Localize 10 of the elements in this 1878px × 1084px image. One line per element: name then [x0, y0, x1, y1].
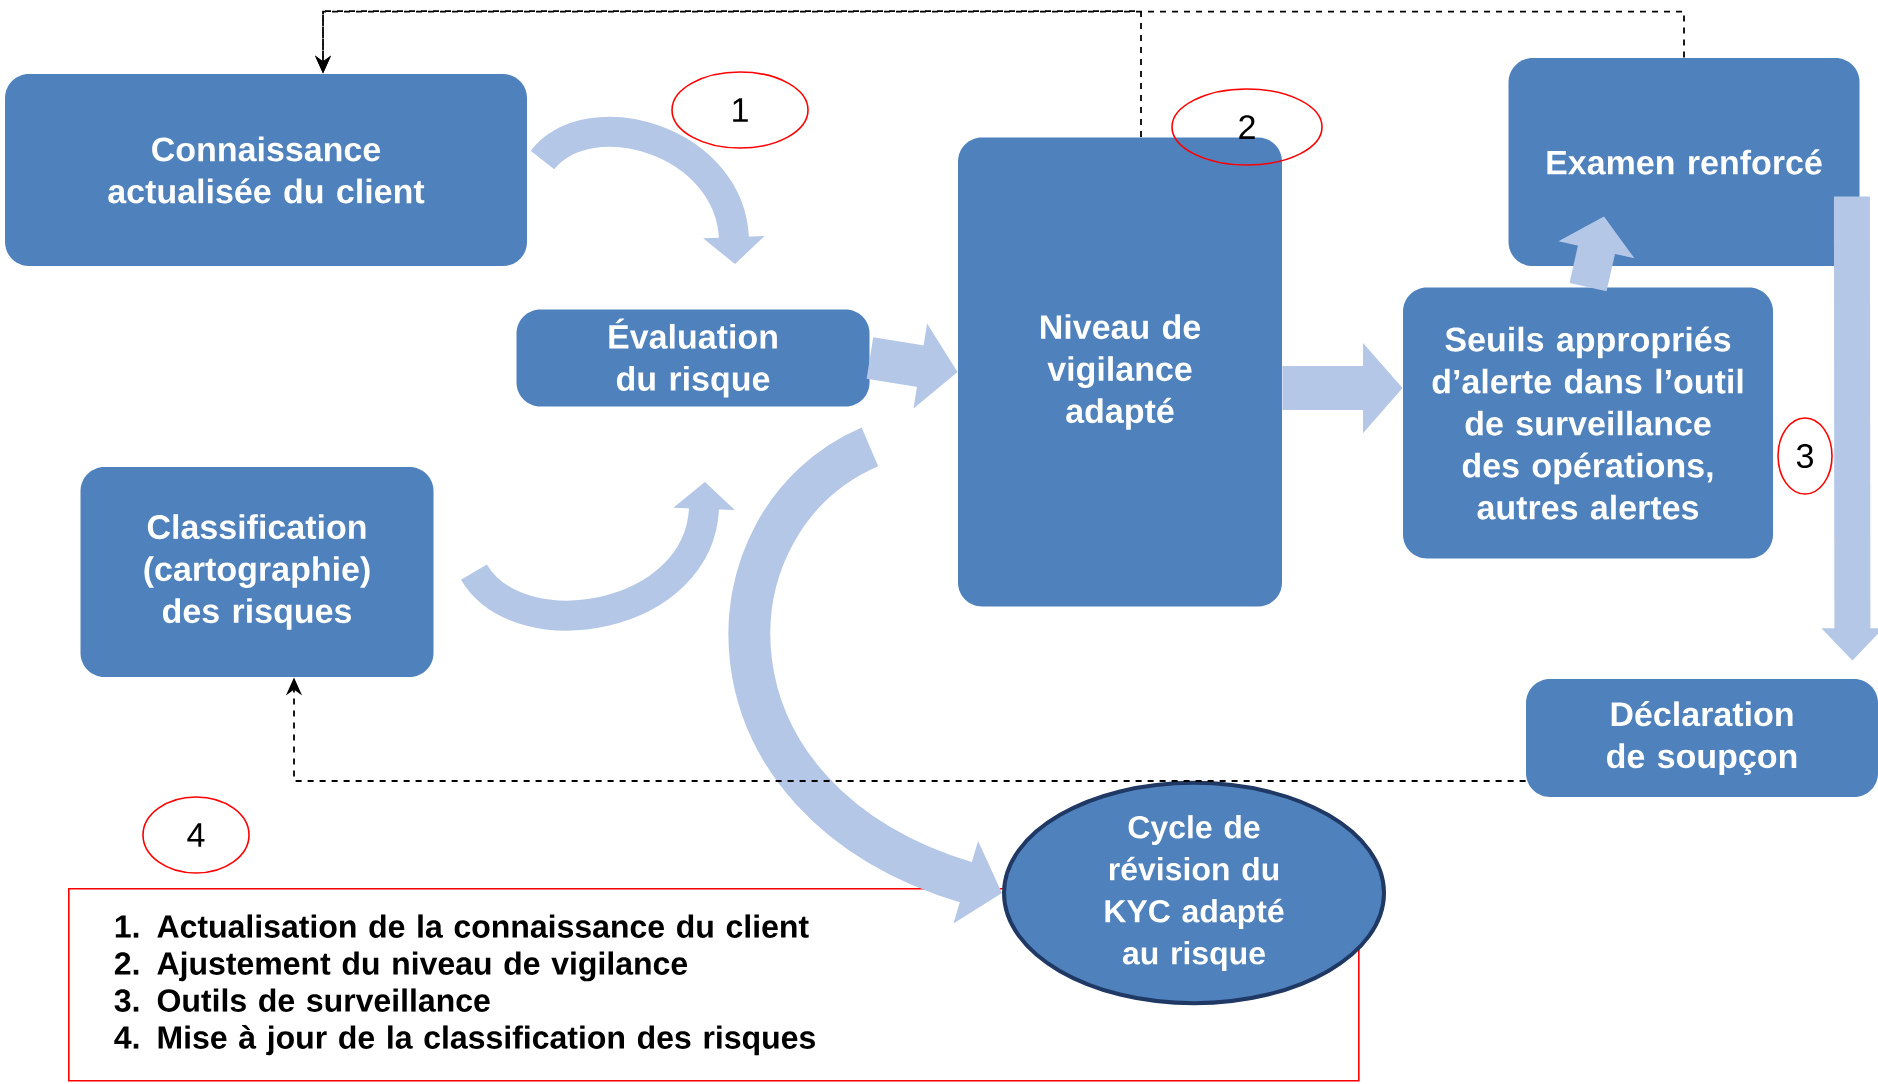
process-box: Connaissance actualisée du client: [5, 74, 527, 266]
process-box: Examen renforcé: [1508, 58, 1860, 266]
callout-number: 4: [142, 796, 250, 874]
callout-number: 2: [1171, 88, 1323, 166]
callout-number: 3: [1777, 417, 1833, 495]
callout-number: 1: [671, 71, 809, 149]
process-box: Déclaration de soupçon: [1526, 679, 1878, 797]
process-box: Seuils appropriés d’alerte dans l’outil de surveillance des opérations, autres alertes: [1403, 287, 1773, 559]
process-box: Évaluation du risque: [516, 309, 870, 407]
process-box: Classification (cartographie) des risques: [80, 467, 434, 677]
